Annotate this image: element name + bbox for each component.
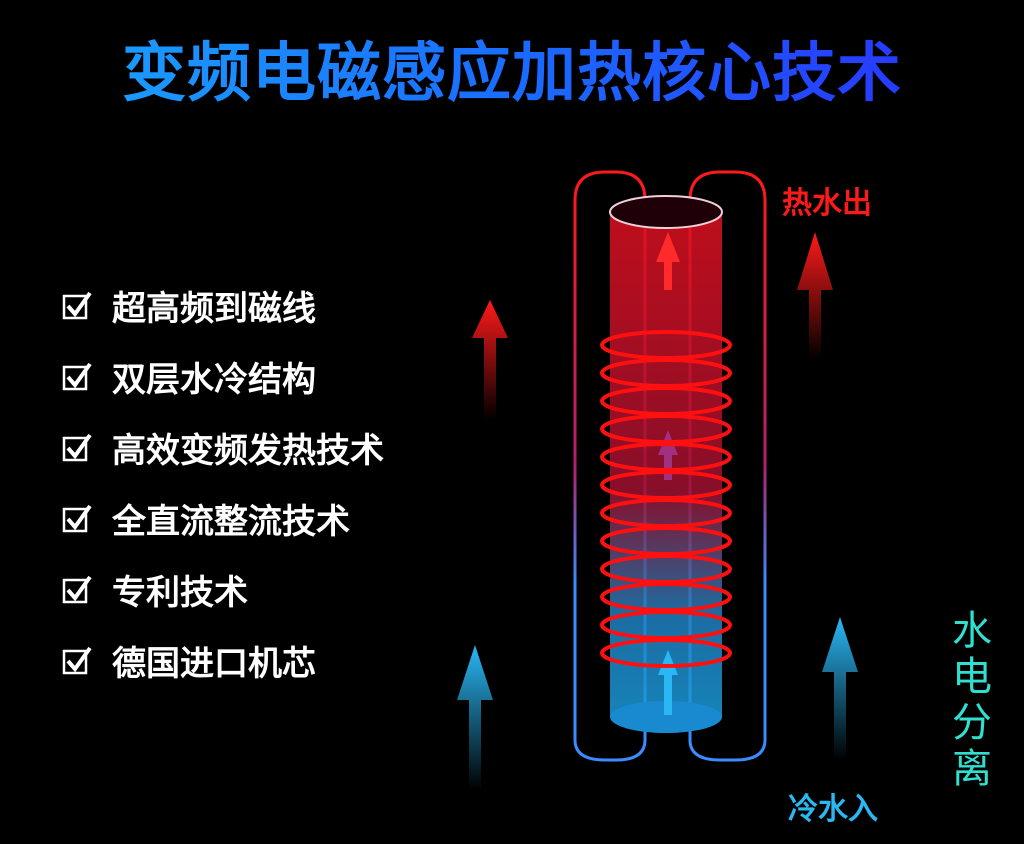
- checkbox-checked-icon: [62, 504, 92, 533]
- page-title: 变频电磁感应加热核心技术: [0, 22, 1024, 114]
- feature-label: 全直流整流技术: [112, 501, 350, 542]
- feature-item: 德国进口机芯: [62, 638, 316, 684]
- coil-turn: [600, 638, 732, 668]
- checkbox-checked-icon: [62, 575, 92, 604]
- feature-label: 专利技术: [112, 572, 248, 613]
- feature-item: 专利技术: [62, 567, 248, 613]
- induction-coil: [600, 330, 732, 668]
- cold-arrow-left-icon: [457, 645, 493, 790]
- feature-item: 高效变频发热技术: [62, 425, 384, 471]
- tube-opening: [609, 195, 723, 229]
- flow-loop-right: [688, 170, 767, 762]
- feature-item: 全直流整流技术: [62, 496, 350, 542]
- hot-water-out-label: 热水出: [782, 186, 872, 221]
- hot-arrow-left-icon: [472, 300, 508, 420]
- feature-item: 超高频到磁线: [62, 283, 316, 329]
- water-electric-separation-label: 水电分离: [952, 608, 992, 792]
- checkbox-checked-icon: [62, 291, 92, 320]
- feature-label: 高效变频发热技术: [112, 430, 384, 471]
- feature-item: 双层水冷结构: [62, 354, 316, 400]
- feature-label: 超高频到磁线: [112, 288, 316, 329]
- checkbox-checked-icon: [62, 646, 92, 675]
- checkbox-checked-icon: [62, 362, 92, 391]
- feature-label: 双层水冷结构: [112, 359, 316, 400]
- feature-label: 德国进口机芯: [112, 643, 316, 684]
- checkbox-checked-icon: [62, 433, 92, 462]
- cold-water-in-label: 冷水入: [788, 792, 878, 827]
- hot-arrow-right-icon: [797, 232, 833, 360]
- cold-arrow-right-icon: [822, 617, 858, 760]
